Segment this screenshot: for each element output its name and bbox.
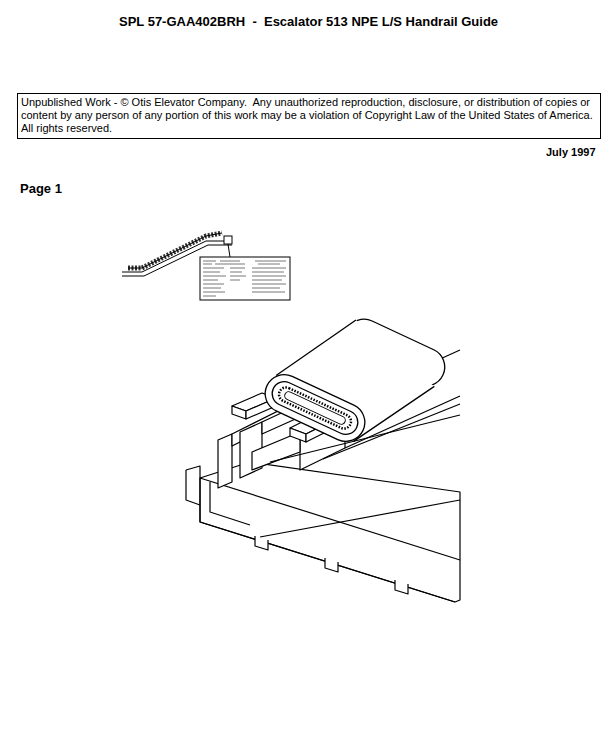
date-label: July 1997 (546, 146, 596, 158)
copyright-box: Unpublished Work - © Otis Elevator Compa… (17, 93, 601, 139)
handrail (259, 292, 451, 468)
page-title: SPL 57-GAA402BRH - Escalator 513 NPE L/S… (119, 14, 498, 29)
page-label: Page 1 (20, 181, 62, 196)
escalator-thumbnail (122, 233, 290, 300)
copyright-notice: Unpublished Work - © Otis Elevator Compa… (21, 96, 596, 135)
